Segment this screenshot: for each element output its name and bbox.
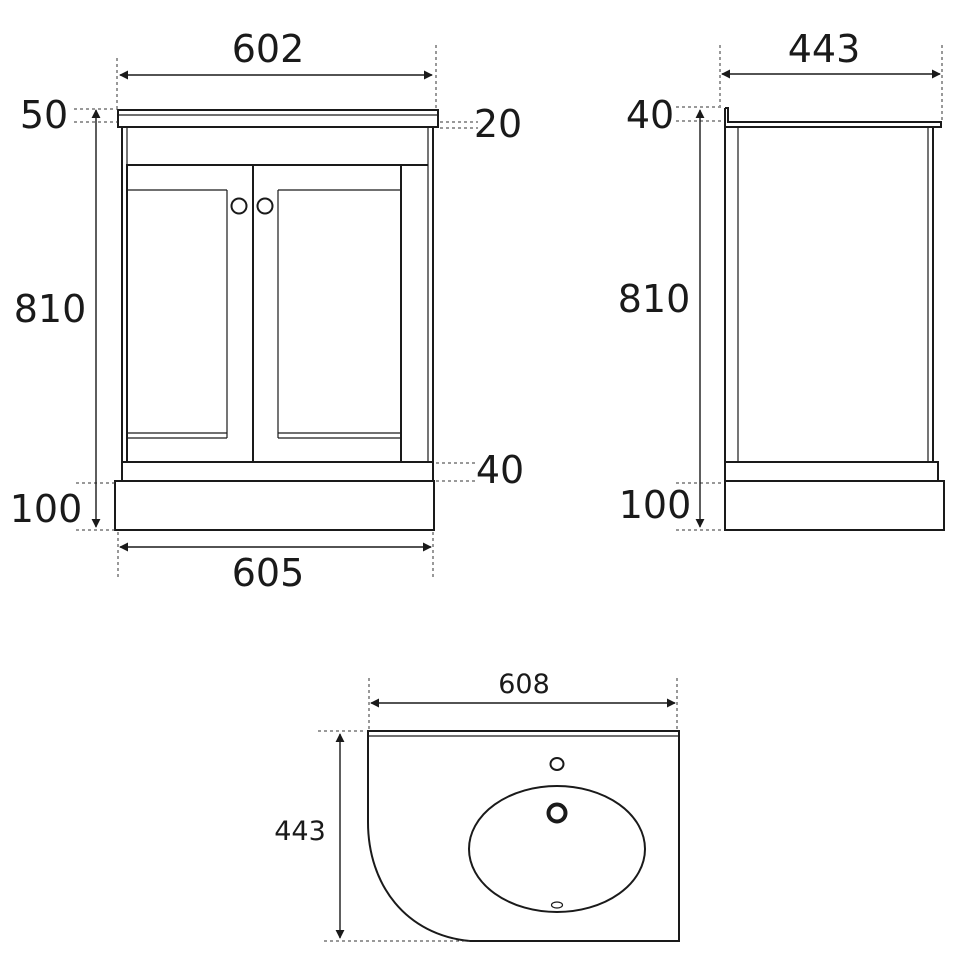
label-40-front: 40 [476, 448, 524, 492]
front-worktop [117, 109, 439, 128]
door-knob-icon [256, 197, 274, 215]
label-50: 50 [20, 93, 68, 137]
label-443-side: 443 [788, 27, 861, 71]
side-worktop [724, 107, 942, 128]
label-602: 602 [232, 27, 305, 71]
front-plinth [114, 480, 435, 531]
label-20: 20 [474, 102, 522, 146]
front-kick-step [121, 461, 434, 482]
basin-top-outline [367, 730, 680, 942]
label-810-side: 810 [618, 277, 691, 321]
label-810-front: 810 [14, 287, 87, 331]
right-door [252, 164, 402, 463]
overflow-icon [550, 901, 564, 909]
side-view: 443 40 810 100 [618, 27, 945, 531]
label-443-plan: 443 [274, 816, 326, 847]
side-plinth [724, 480, 945, 531]
side-kick-step [724, 461, 939, 482]
tap-hole-icon [549, 757, 565, 771]
waste-outlet-icon [546, 802, 568, 824]
front-view: 602 50 20 810 40 100 605 [10, 27, 524, 595]
label-608: 608 [498, 669, 550, 700]
label-605: 605 [232, 551, 305, 595]
basin-bowl [468, 785, 646, 913]
label-40-side: 40 [626, 93, 674, 137]
plan-view: 608 443 [274, 669, 680, 942]
label-100-side: 100 [619, 483, 692, 527]
left-door [126, 164, 254, 463]
label-100-front: 100 [10, 487, 83, 531]
door-knob-icon [230, 197, 248, 215]
